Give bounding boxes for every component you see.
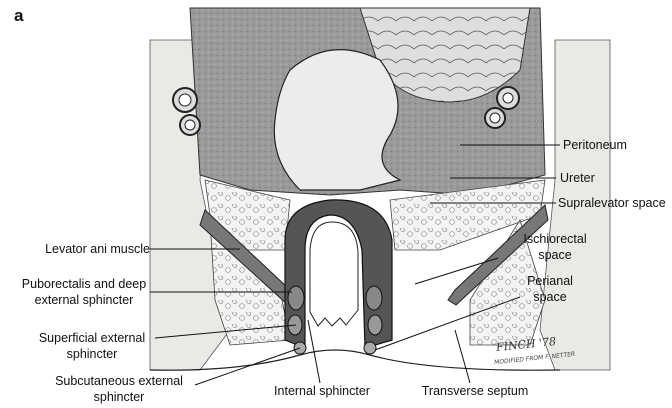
rectal-wall-outer [284, 199, 393, 349]
supralevator-fat-left [204, 179, 291, 251]
rectal-lumen [309, 221, 359, 327]
label-perianal-space-line1: Perianal [527, 274, 573, 288]
label-ischiorectal-space-line1: Ischiorectal [523, 232, 587, 246]
label-transverse-septum: Transverse septum [421, 384, 529, 398]
panel-letter: a [14, 6, 24, 25]
label-supralevator-space: Supralevator space [558, 196, 666, 210]
label-ureter: Ureter [560, 171, 595, 185]
label-perianal-space-line2: space [533, 290, 567, 304]
label-internal-sphincter: Internal sphincter [274, 384, 370, 398]
perineal-skin [149, 349, 561, 371]
ischiorectal-fat-right [469, 219, 546, 346]
label-puborectalis-line1: Puborectalis and deep [21, 277, 147, 291]
label-levator-ani-muscle: Levator ani muscle [45, 242, 150, 256]
leader-lines [150, 144, 560, 386]
supralevator-fat-right [389, 179, 546, 251]
label-superficial-external-line1: Superficial external [38, 331, 146, 345]
label-superficial-external-line2: sphincter [66, 347, 118, 361]
rectum-body [273, 49, 402, 191]
label-ischiorectal-space-line2: space [538, 248, 572, 262]
label-subcutaneous-external-line1: Subcutaneous external [55, 374, 183, 388]
label-peritoneum: Peritoneum [563, 138, 627, 152]
label-subcutaneous-external-line2: sphincter [93, 390, 145, 404]
label-puborectalis-line2: external sphincter [34, 293, 134, 307]
levator-ani-right [447, 204, 549, 306]
